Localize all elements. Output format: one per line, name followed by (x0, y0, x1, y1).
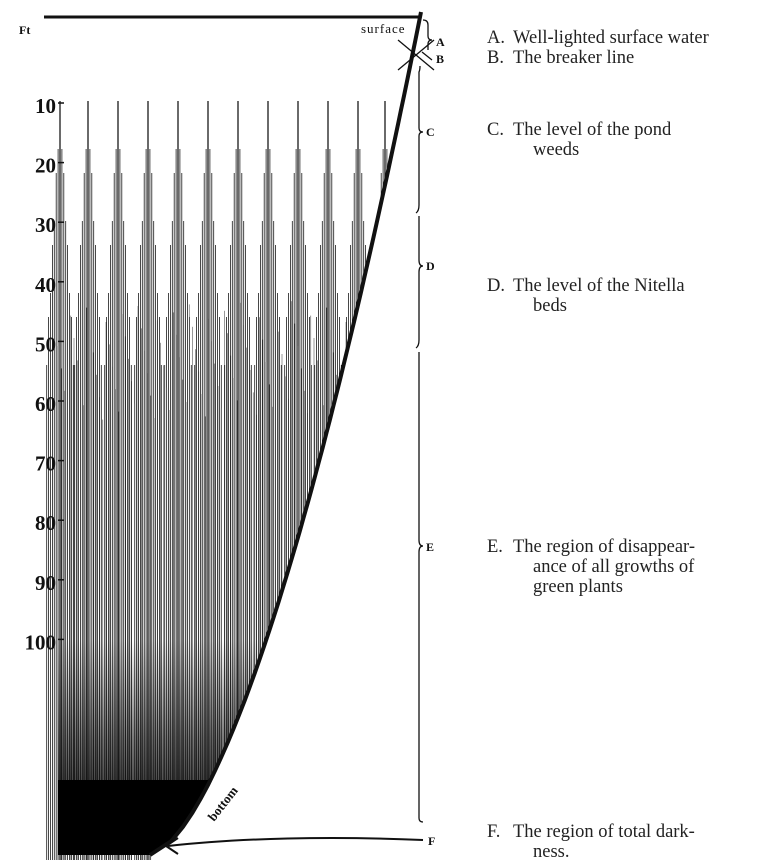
zone-letter-f: F (428, 834, 435, 848)
zone-letter-a: A (436, 35, 445, 49)
legend-line: The level of the Nitella (513, 276, 685, 296)
legend-text: Well-lighted surface water (513, 28, 709, 48)
depth-tick-label: 80 (35, 511, 56, 535)
depth-tick-label: 20 (35, 154, 56, 178)
depth-tick-label: 100 (25, 630, 57, 654)
legend-line: The region of total dark- (513, 822, 695, 842)
lake-bottom-profile (148, 11, 423, 857)
legend-key: A. (487, 28, 505, 48)
zone-brace-column (415, 19, 433, 823)
zone-letter-e: E (426, 540, 434, 554)
depth-unit-label: Ft (19, 23, 30, 37)
bottom-label: bottom (205, 783, 241, 824)
legend-key: F. (487, 822, 501, 842)
darkness-arrowhead (164, 837, 179, 855)
depth-tick-label: 60 (35, 392, 56, 416)
legend-line: weeds (533, 140, 580, 160)
surface-label: surface (361, 21, 406, 36)
darkness-core (58, 780, 211, 855)
legend-item-e: E. The region of disappear-ance of all gr… (487, 537, 779, 597)
depth-tick-label: 90 (35, 571, 56, 595)
legend-line: ness. (533, 842, 570, 862)
zone-letter-b: B (436, 52, 444, 66)
legend-key: E. (487, 537, 503, 557)
legend-line: The region of disappear- (513, 537, 695, 557)
depth-axis: 10 20 30 40 50 60 70 80 90 100 (25, 94, 64, 654)
legend-text: The breaker line (513, 48, 635, 68)
zone-letter-d: D (426, 259, 435, 273)
depth-tick-label: 70 (35, 452, 56, 476)
depth-tick-label: 50 (35, 332, 56, 356)
legend-key: C. (487, 120, 504, 140)
legend-key: D. (487, 276, 505, 296)
legend-item-b: B. The breaker line (487, 48, 779, 68)
legend-key: B. (487, 48, 504, 68)
zone-letter-c: C (426, 125, 435, 139)
legend-line: beds (533, 296, 567, 316)
legend-line: ance of all growths of (533, 557, 695, 577)
bottom-darkness-fill (58, 640, 267, 855)
depth-tick-label: 40 (35, 273, 56, 297)
depth-tick-label: 30 (35, 213, 56, 237)
darkness-arrow (167, 837, 424, 847)
depth-tick-label: 10 (35, 94, 56, 118)
legend-line: The level of the pond (513, 120, 672, 140)
legend-item-f: F. The region of total dark-ness. (487, 822, 779, 862)
legend-item-a: A. Well-lighted surface water (487, 28, 779, 48)
legend-line: green plants (533, 577, 623, 597)
